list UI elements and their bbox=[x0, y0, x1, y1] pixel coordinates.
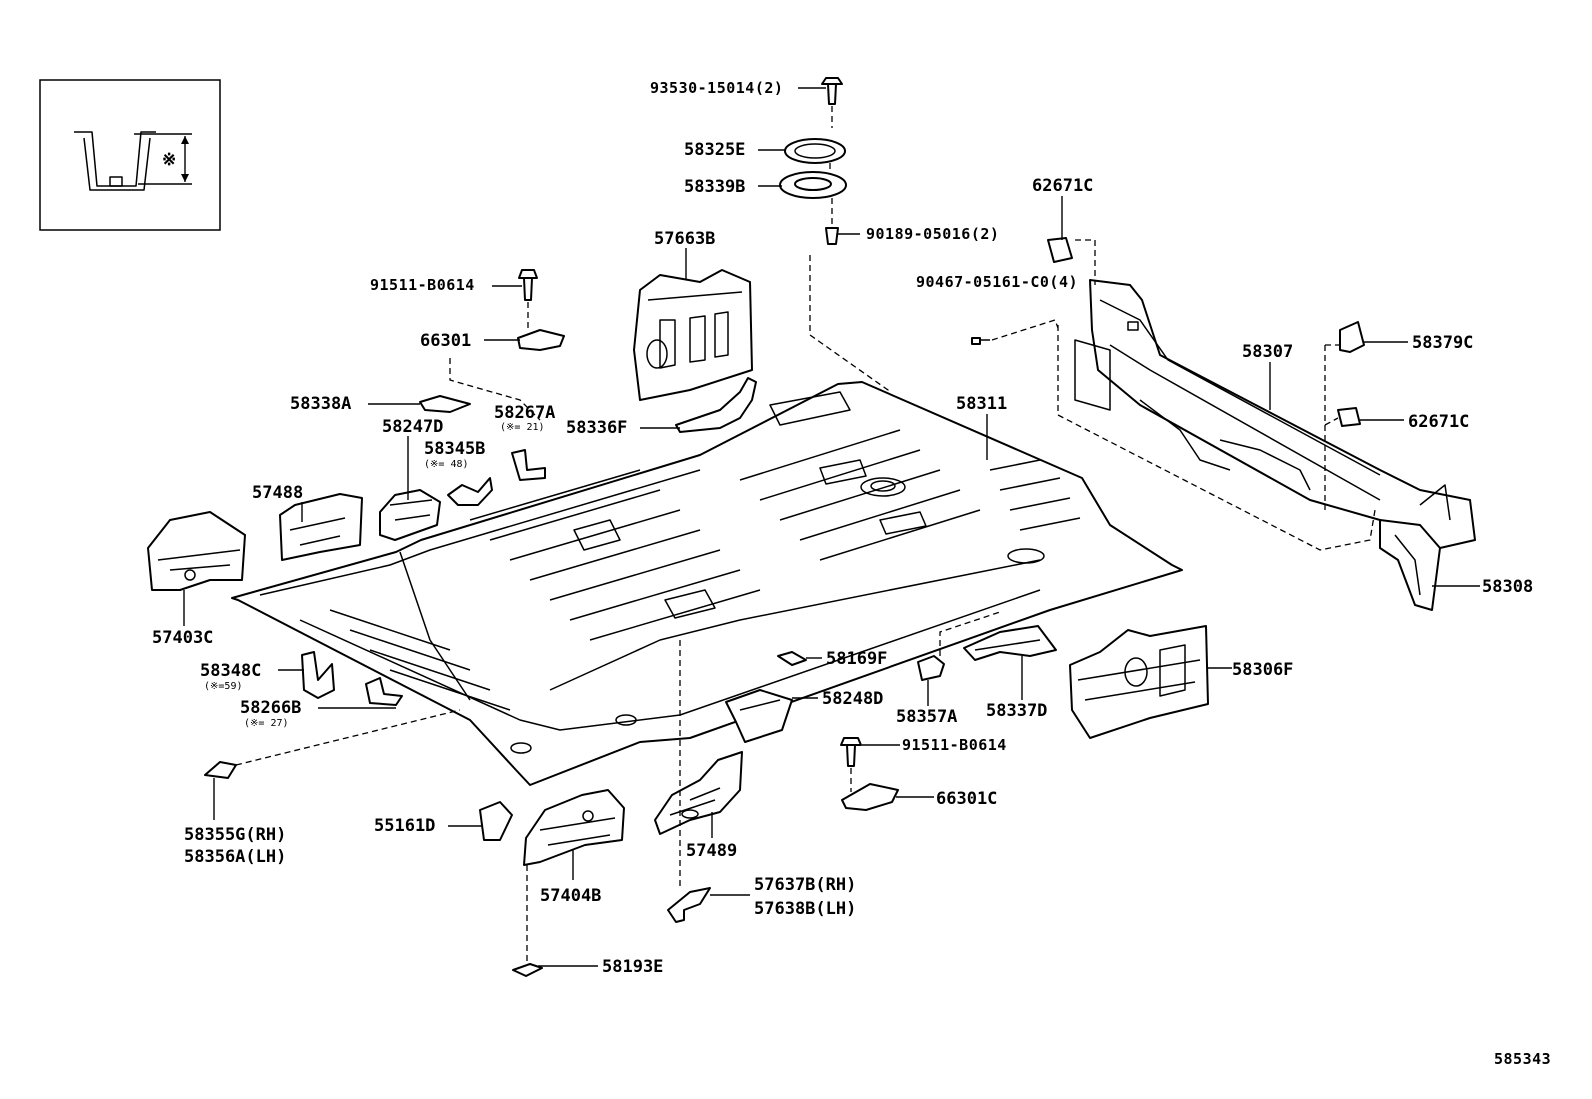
mid-parts bbox=[725, 611, 1057, 743]
bracket-57488 bbox=[279, 493, 363, 561]
rear-crossmember bbox=[1057, 239, 1476, 551]
label-57489: 57489 bbox=[686, 841, 737, 861]
note-58345B: (※= 48) bbox=[424, 459, 469, 470]
bracket-57489 bbox=[654, 640, 743, 890]
plate-58338A bbox=[419, 395, 471, 413]
label-58339B: 58339B bbox=[684, 177, 745, 197]
inset-symbol: ※ bbox=[162, 150, 176, 170]
label-91511-B0614-a: 91511-B0614 bbox=[370, 276, 475, 294]
label-58311: 58311 bbox=[956, 394, 1007, 414]
label-90467-05161: 90467-05161-C0(4) bbox=[916, 273, 1078, 291]
bracket-57637B bbox=[667, 887, 711, 923]
label-58266B: 58266B bbox=[240, 698, 301, 718]
label-57663B: 57663B bbox=[654, 229, 715, 249]
label-58306F: 58306F bbox=[1232, 660, 1293, 680]
label-58193E: 58193E bbox=[602, 957, 663, 977]
strip-58336F bbox=[675, 377, 757, 433]
label-58248D: 58248D bbox=[822, 689, 883, 709]
leader-lines bbox=[183, 87, 1480, 967]
label-57488: 57488 bbox=[252, 483, 303, 503]
label-58169F: 58169F bbox=[826, 649, 887, 669]
label-93530-15014: 93530-15014(2) bbox=[650, 79, 783, 97]
rear-corner-bracket bbox=[1379, 519, 1441, 611]
label-62671C-right: 62671C bbox=[1408, 412, 1469, 432]
label-58338A: 58338A bbox=[290, 394, 351, 414]
label-58267A: 58267A bbox=[494, 403, 555, 423]
label-58308: 58308 bbox=[1482, 577, 1533, 597]
bracket-58247D bbox=[379, 489, 441, 541]
hook-66301 bbox=[449, 269, 565, 421]
bracket-58355G bbox=[204, 709, 461, 779]
piece-58193E bbox=[512, 963, 543, 977]
label-57637B: 57637B(RH) bbox=[754, 875, 856, 895]
part-labels: 93530-15014(2) 58325E 58339B 90189-05016… bbox=[152, 79, 1551, 1068]
label-58356A: 58356A(LH) bbox=[184, 847, 286, 867]
label-57403C: 57403C bbox=[152, 628, 213, 648]
hook-66301C bbox=[840, 737, 899, 811]
clip-58345B bbox=[447, 477, 493, 506]
label-58345B: 58345B bbox=[424, 439, 485, 459]
label-55161D: 55161D bbox=[374, 816, 435, 836]
clips-left bbox=[301, 651, 403, 706]
label-91511-B0614-b: 91511-B0614 bbox=[902, 736, 1007, 754]
label-58355G: 58355G(RH) bbox=[184, 825, 286, 845]
label-90189-05016: 90189-05016(2) bbox=[866, 225, 999, 243]
label-58325E: 58325E bbox=[684, 140, 745, 160]
label-58247D: 58247D bbox=[382, 417, 443, 437]
label-66301C: 66301C bbox=[936, 789, 997, 809]
label-58348C: 58348C bbox=[200, 661, 261, 681]
clip-58267A bbox=[511, 449, 546, 481]
top-stack bbox=[779, 77, 889, 480]
cap-55161D bbox=[479, 801, 513, 841]
label-58307: 58307 bbox=[1242, 342, 1293, 362]
inset-section: ※ bbox=[39, 79, 221, 231]
bracket-58306F bbox=[1069, 625, 1209, 739]
floor-pan bbox=[231, 381, 1183, 786]
label-58357A: 58357A bbox=[896, 707, 957, 727]
bracket-57404B bbox=[523, 789, 625, 965]
caps-plugs bbox=[971, 237, 1365, 510]
bracket-57663B bbox=[633, 269, 753, 401]
label-66301: 66301 bbox=[420, 331, 471, 351]
label-58379C: 58379C bbox=[1412, 333, 1473, 353]
note-58266B: (※= 27) bbox=[244, 718, 289, 729]
diagram-id: 585343 bbox=[1494, 1050, 1551, 1068]
note-58267A: (※= 21) bbox=[500, 422, 545, 433]
label-57638B: 57638B(LH) bbox=[754, 899, 856, 919]
bracket-57403C bbox=[147, 511, 246, 591]
note-58348C: (※=59) bbox=[204, 681, 242, 692]
label-62671C-top: 62671C bbox=[1032, 176, 1093, 196]
label-57404B: 57404B bbox=[540, 886, 601, 906]
label-58337D: 58337D bbox=[986, 701, 1047, 721]
label-58336F: 58336F bbox=[566, 418, 627, 438]
